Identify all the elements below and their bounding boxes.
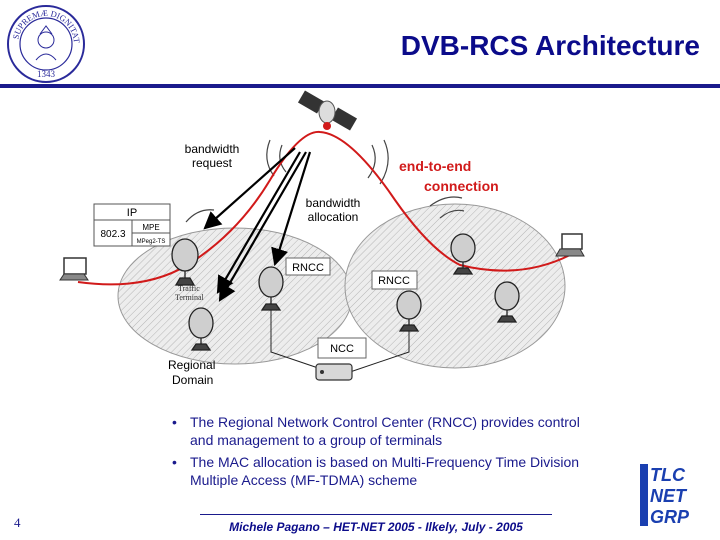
stack-ip-label: IP (127, 207, 137, 219)
protocol-stack: IP 802.3 MPE MPeg2-TS (93, 203, 171, 247)
bandwidth-request-label-line1: bandwidth (185, 142, 240, 156)
end-to-end-label-line1: end-to-end (399, 158, 471, 174)
dvb-rcs-diagram: RNCC RNCC NCC IP 802.3 MPE MPeg2-TS band… (59, 90, 585, 387)
list-item: •The MAC allocation is based on Multi-Fr… (172, 454, 580, 488)
logo-line1: TLC (650, 465, 686, 485)
regional-domain-left (117, 227, 353, 365)
signaling-arrows (203, 147, 312, 302)
satellite-icon (297, 90, 358, 131)
end-to-end-label-line2: connection (424, 178, 499, 194)
satellite-dish-icon (188, 307, 214, 351)
bandwidth-allocation-label-line1: bandwidth (306, 196, 361, 210)
bullet-text: The MAC allocation is based on Multi-Fre… (190, 454, 580, 488)
footer-text: Michele Pagano – HET-NET 2005 - Ilkely, … (229, 520, 523, 534)
rncc-right-label: RNCC (378, 275, 410, 287)
stack-mpeg-label: MPeg2-TS (137, 239, 166, 245)
satellite-dish-icon (258, 266, 284, 311)
regional-domain-label-line1: Regional (168, 358, 215, 372)
satellite-dish-icon (171, 238, 199, 286)
seal-text: IN SUPREMÆ DIGNITATIS (6, 4, 82, 44)
title-divider (0, 84, 720, 88)
bullet-text: The Regional Network Control Center (RNC… (190, 414, 580, 448)
laptop-left-icon (59, 257, 89, 281)
logo-line2: NET (650, 486, 688, 506)
slide-number: 4 (14, 515, 21, 530)
tlc-net-grp-logo: TLC NET GRP (640, 464, 690, 527)
satellite-dish-icon (494, 281, 520, 323)
stack-8023-label: 802.3 (100, 229, 125, 240)
svg-text:IN SUPREMÆ DIGNITATIS: IN SUPREMÆ DIGNITATIS (6, 4, 82, 44)
laptop-right-icon (555, 233, 585, 257)
control-links (270, 310, 410, 373)
bullet-list: •The Regional Network Control Center (RN… (170, 413, 600, 493)
traffic-terminal-label-line2: Terminal (175, 293, 205, 302)
bandwidth-request-label-line2: request (192, 156, 233, 170)
signal-waves (185, 139, 465, 223)
bandwidth-allocation-label-line2: allocation (308, 210, 359, 224)
logo-line3: GRP (650, 507, 690, 527)
satellite-dish-icon (450, 233, 476, 275)
traffic-terminal-label-line1: Traffic (178, 284, 200, 293)
page-title: DVB-RCS Architecture (400, 30, 700, 61)
seal-year: 1343 (37, 69, 56, 79)
university-seal-logo: IN SUPREMÆ DIGNITATIS 1343 (6, 4, 85, 83)
list-item: •The Regional Network Control Center (RN… (172, 414, 580, 448)
ncc-device-icon (315, 363, 353, 381)
regional-domain-label-line2: Domain (172, 373, 213, 387)
ncc-label: NCC (330, 343, 354, 355)
stack-mpe-label: MPE (142, 223, 159, 232)
satellite-dish-icon (396, 290, 422, 332)
regional-domain-right (344, 203, 566, 369)
footer-divider (200, 514, 552, 515)
rncc-left-label: RNCC (292, 262, 324, 274)
